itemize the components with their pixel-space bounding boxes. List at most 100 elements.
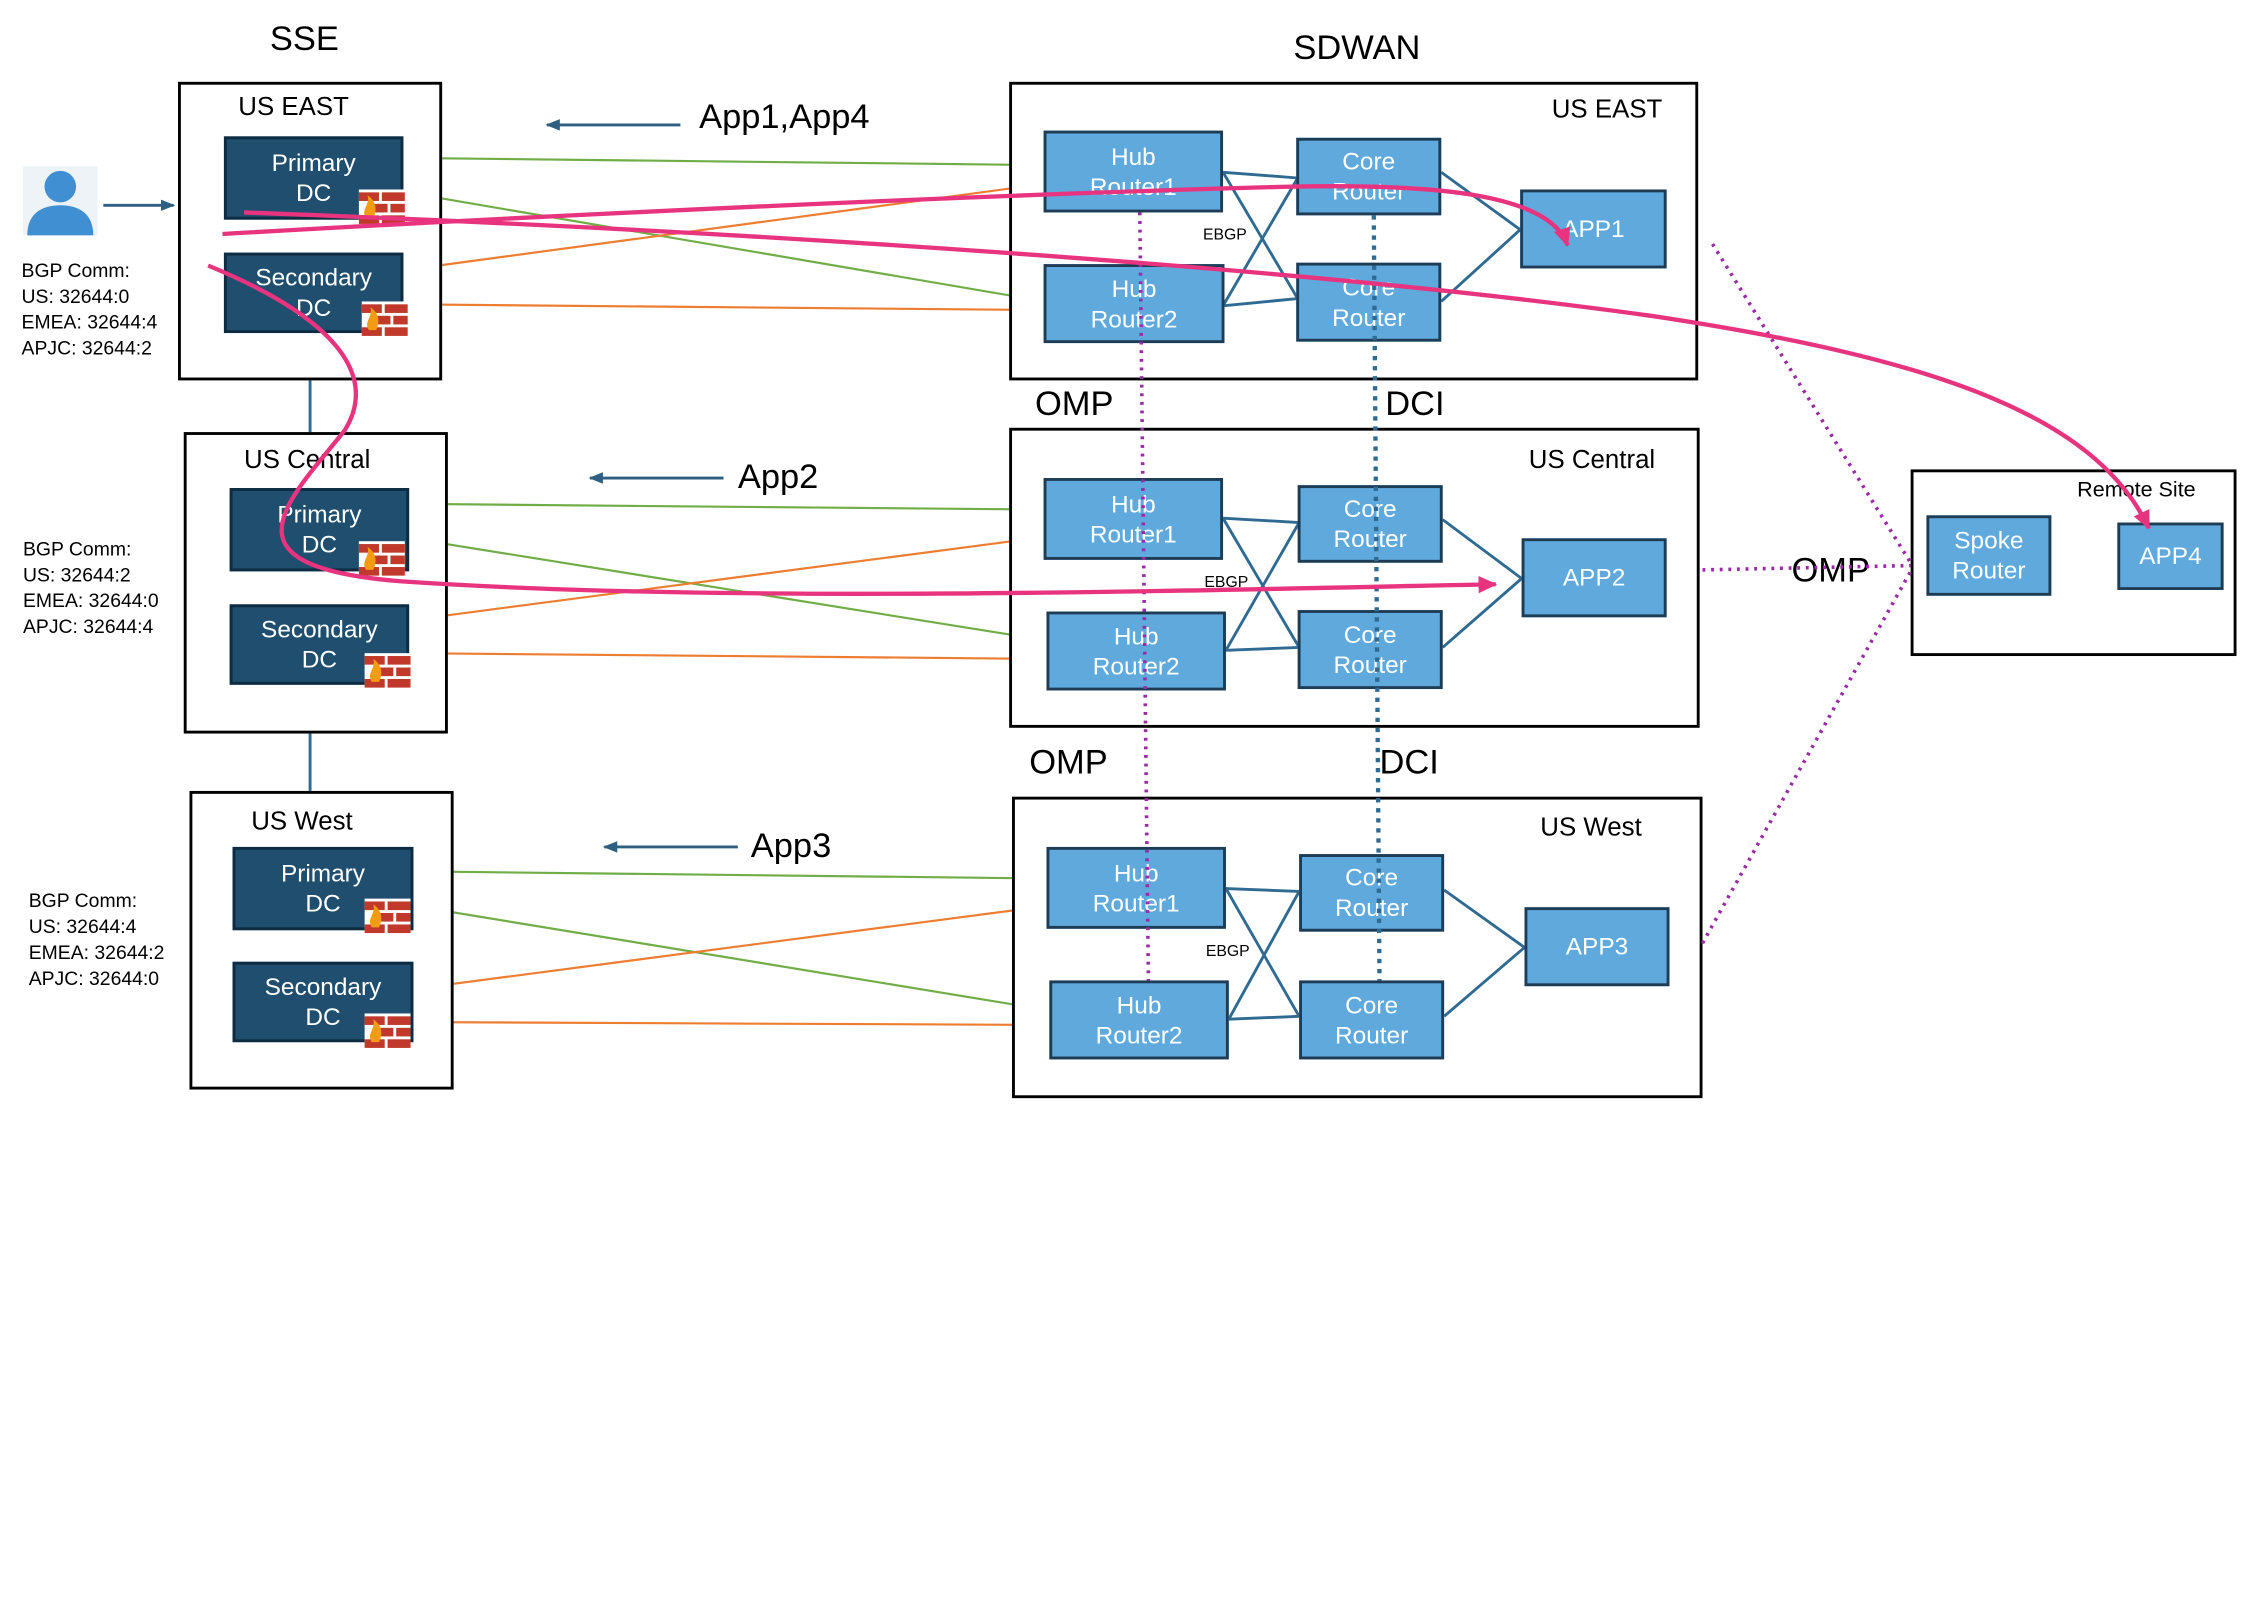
- node-label-line2: Router: [1952, 556, 2026, 585]
- node-label-line2: Router: [1334, 894, 1409, 922]
- sdwan-region-west-label: US West: [1540, 812, 1642, 842]
- tunnel-east-p-h2: [406, 191, 1046, 303]
- bgp-line: US: 32644:2: [22, 564, 131, 586]
- dc-label-line2: DC: [305, 890, 341, 918]
- traffic-path-app2: [207, 263, 1498, 596]
- node-label-line1: Hub: [1111, 274, 1157, 303]
- east-hub-router1[interactable]: Hub Router1: [1043, 130, 1224, 213]
- node-label-line2: Router2: [1095, 1021, 1183, 1049]
- node-label-line2: Router1: [1089, 172, 1177, 201]
- node-label-line1: Core: [1343, 495, 1397, 523]
- dci-label-1: DCI: [1385, 384, 1445, 424]
- dc-label-line2: DC: [305, 1003, 341, 1031]
- node-label: APP4: [2139, 542, 2202, 570]
- east-hub-router2[interactable]: Hub Router2: [1043, 264, 1225, 344]
- node-label-line2: Router1: [1089, 520, 1177, 548]
- remote-spoke-router[interactable]: Spoke Router: [1926, 515, 2052, 596]
- firewall-icon: [361, 301, 408, 336]
- dc-label-line1: Primary: [277, 500, 362, 529]
- omp-dotted-links: [1137, 212, 1913, 981]
- bgp-line: APJC: 32644:2: [21, 337, 152, 359]
- node-label: APP3: [1565, 933, 1629, 961]
- bgp-communities-east: BGP Comm: US: 32644:0 EMEA: 32644:4 APJC…: [22, 258, 158, 361]
- central-app2[interactable]: APP2: [1521, 538, 1667, 618]
- west-hub-router2[interactable]: Hub Router2: [1049, 980, 1229, 1060]
- tunnel-central-p-h1: [410, 502, 1046, 511]
- tunnel-west-s-h1: [413, 904, 1049, 991]
- bgp-line: EMEA: 32644:0: [22, 589, 159, 612]
- sdwan-region-central-label: US Central: [1528, 445, 1656, 474]
- dci-label-2: DCI: [1379, 743, 1439, 783]
- tunnel-west-p-h1: [413, 870, 1048, 880]
- east-ebgp-label: EBGP: [1202, 226, 1247, 245]
- west-core-router1[interactable]: Core Router: [1299, 854, 1445, 932]
- node-label: APP1: [1562, 215, 1625, 243]
- east-core-router2[interactable]: Core Router: [1296, 262, 1442, 342]
- node-label-line2: Router: [1334, 1021, 1409, 1049]
- bgp-line: EMEA: 32644:4: [21, 311, 158, 334]
- central-hub-router2[interactable]: Hub Router2: [1046, 611, 1226, 691]
- dc-label-line2: DC: [301, 645, 338, 674]
- traffic-paths: [207, 184, 2151, 596]
- west-app3[interactable]: APP3: [1524, 907, 1670, 987]
- tunnel-central-s-h2: [410, 652, 1046, 660]
- node-label: APP2: [1562, 564, 1626, 592]
- tunnel-west-p-h2: [413, 904, 1051, 1012]
- dc-label-line2: DC: [301, 531, 338, 559]
- central-core-router2[interactable]: Core Router: [1297, 610, 1443, 690]
- tunnel-central-p-h2: [410, 537, 1046, 642]
- firewall-icon: [358, 541, 405, 576]
- connection-lines: [103, 119, 1051, 1027]
- apps-label-east: App1,App4: [699, 97, 870, 137]
- node-label-line1: Core: [1345, 991, 1399, 1019]
- remote-app4[interactable]: APP4: [2117, 522, 2224, 590]
- tunnel-east-s-h2: [406, 303, 1046, 312]
- tunnel-central-s-h1: [410, 535, 1046, 622]
- node-label-line2: Router2: [1092, 652, 1180, 680]
- east-core-router1[interactable]: Core Router: [1296, 137, 1442, 216]
- bgp-communities-west: BGP Comm: US: 32644:4 EMEA: 32644:2 APJC…: [29, 889, 165, 992]
- omp-label-1: OMP: [1034, 384, 1114, 424]
- west-hub-router1[interactable]: Hub Router1: [1046, 846, 1226, 929]
- node-label-line1: Core: [1342, 147, 1396, 176]
- sse-region-east-label: US EAST: [238, 91, 349, 121]
- remote-site-label: Remote Site: [2077, 478, 2196, 503]
- bgp-line: US: 32644:0: [21, 285, 130, 308]
- omp-label-remote: OMP: [1791, 551, 1870, 590]
- east-app1[interactable]: APP1: [1520, 189, 1667, 269]
- sse-region-west-label: US West: [251, 806, 353, 836]
- dc-label-line1: Secondary: [261, 615, 378, 644]
- node-label-line1: Core: [1343, 620, 1397, 649]
- overlay-paths: [207, 184, 2151, 981]
- west-core-router2[interactable]: Core Router: [1299, 980, 1445, 1060]
- bgp-line: APJC: 32644:4: [22, 615, 154, 638]
- sse-central-secondary-dc[interactable]: Secondary DC: [229, 604, 410, 685]
- apps-label-central: App2: [737, 457, 819, 497]
- sse-west-primary-dc[interactable]: Primary DC: [232, 846, 414, 931]
- dci-dotted-link: [1371, 215, 1382, 981]
- node-label-line2: Router2: [1090, 305, 1178, 333]
- central-core-router1[interactable]: Core Router: [1297, 485, 1443, 563]
- firewall-icon: [364, 898, 411, 934]
- bgp-line: APJC: 32644:0: [28, 967, 160, 990]
- sdwan-title: SDWAN: [1293, 28, 1421, 68]
- user-icon: [22, 166, 98, 236]
- tunnel-west-s-h2: [413, 1020, 1051, 1027]
- node-label-line1: Spoke: [1954, 526, 2024, 555]
- node-label-line2: Router1: [1092, 889, 1180, 917]
- apps-label-west: App3: [750, 826, 832, 866]
- bgp-line: BGP Comm:: [21, 259, 130, 282]
- traffic-path-app1: [222, 184, 1571, 247]
- node-label-line1: Hub: [1113, 859, 1159, 887]
- bgp-line: BGP Comm:: [28, 890, 138, 912]
- node-label-line1: Core: [1345, 864, 1399, 892]
- central-hub-router1[interactable]: Hub Router1: [1043, 478, 1224, 560]
- traffic-path-app4: [243, 210, 2151, 530]
- bgp-communities-central: BGP Comm: US: 32644:2 EMEA: 32644:0 APJC…: [23, 537, 159, 640]
- node-label-line1: Hub: [1110, 490, 1156, 518]
- sdwan-region-east-label: US EAST: [1551, 94, 1663, 124]
- omp-label-2: OMP: [1029, 743, 1108, 783]
- bgp-line: US: 32644:4: [28, 915, 137, 938]
- bgp-line: EMEA: 32644:2: [28, 941, 165, 964]
